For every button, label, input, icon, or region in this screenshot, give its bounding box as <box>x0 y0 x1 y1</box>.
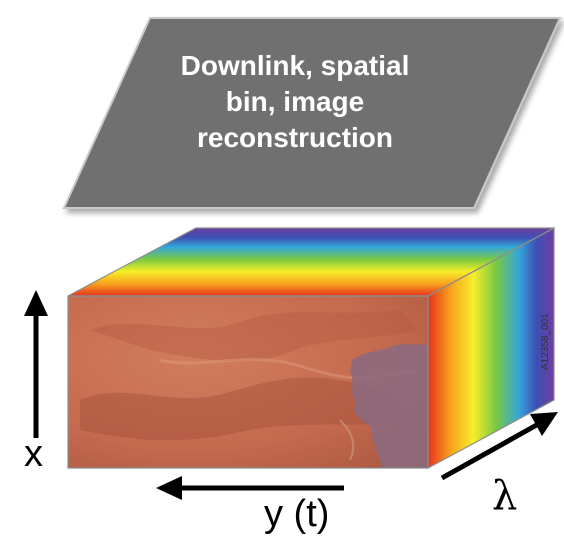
cube-outline <box>67 226 555 470</box>
y-axis-arrow <box>156 476 344 500</box>
process-line-3: reconstruction <box>196 122 394 153</box>
y-axis-label: y (t) <box>264 493 330 535</box>
x-axis-arrow <box>24 290 48 438</box>
cube-top-face <box>68 228 554 296</box>
process-line-1: Downlink, spatial <box>180 50 410 81</box>
figure-id-label: A12358_001 <box>540 313 551 370</box>
process-box-text: Downlink, spatial bin, image reconstruct… <box>160 48 430 156</box>
process-parallelogram <box>62 17 562 209</box>
cube-front-face <box>68 296 428 468</box>
cube-side-face <box>428 228 554 468</box>
x-axis-label: x <box>24 433 43 475</box>
lambda-axis-arrow <box>440 412 558 481</box>
lambda-axis-label: λ <box>492 473 518 519</box>
process-line-2: bin, image <box>225 86 365 117</box>
